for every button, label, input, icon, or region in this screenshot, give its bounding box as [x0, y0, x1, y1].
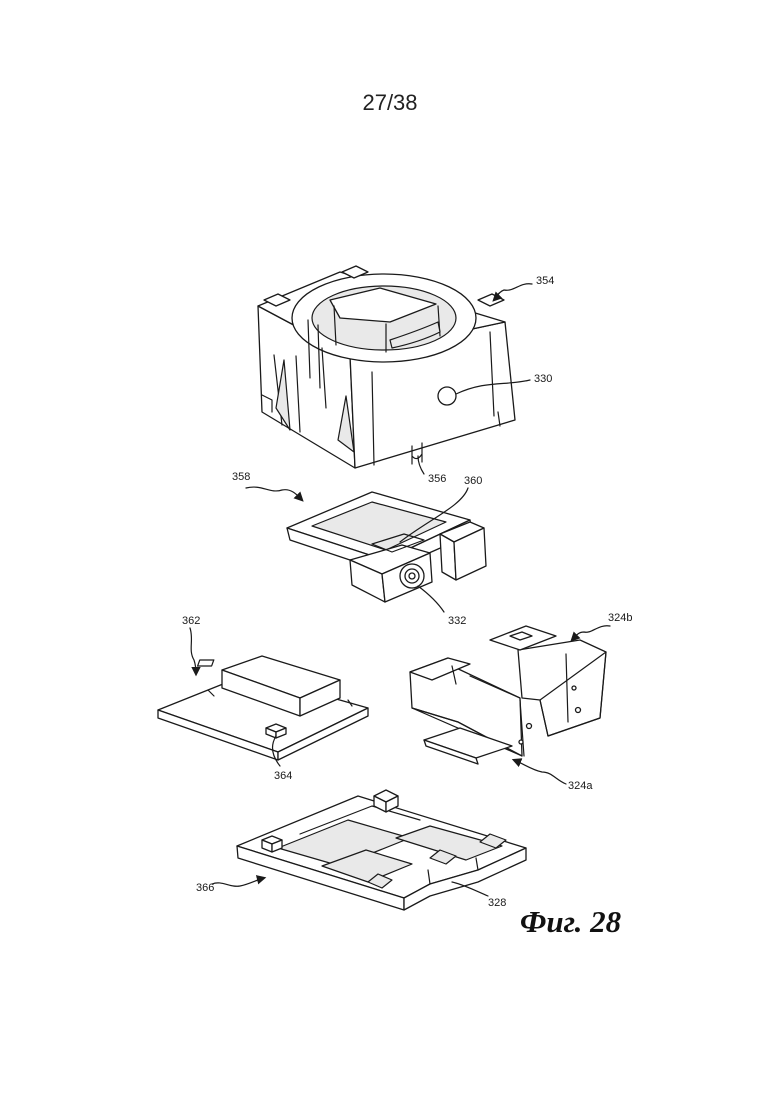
ref-324a: 324a: [568, 780, 593, 792]
ref-358: 358: [232, 471, 250, 483]
ref-366: 366: [196, 882, 214, 894]
ref-354: 354: [536, 275, 554, 287]
ref-356: 356: [428, 473, 446, 485]
ref-360: 360: [464, 475, 482, 487]
circuit-board-component: [158, 656, 368, 760]
ref-324b: 324b: [608, 612, 632, 624]
ref-332: 332: [448, 615, 466, 627]
frame-carrier-component: [287, 492, 486, 602]
ref-362: 362: [182, 615, 200, 627]
housing-component: [258, 266, 515, 468]
figure-caption: Фиг. 28: [520, 904, 621, 940]
ref-364: 364: [274, 770, 292, 782]
ref-330: 330: [534, 373, 552, 385]
base-tray-component: [237, 790, 526, 910]
ref-328: 328: [488, 897, 506, 909]
